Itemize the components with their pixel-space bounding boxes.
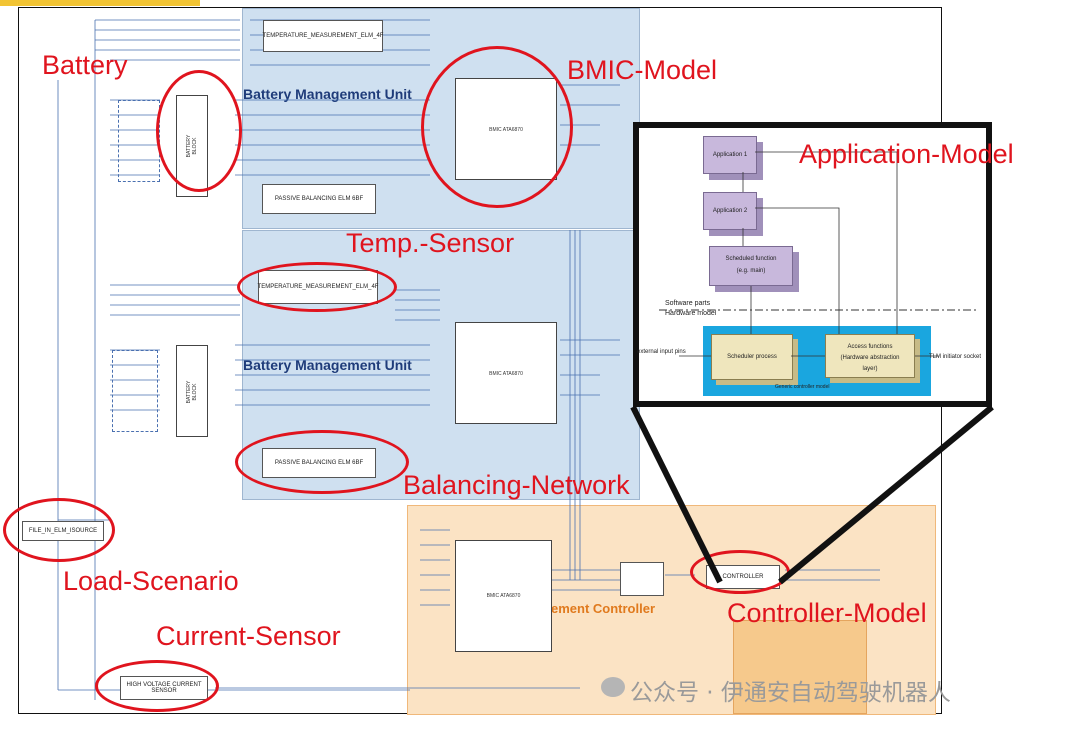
controller-block-title: ement Controller [551,601,656,616]
generic-controller-label: Generic controller model [775,384,830,390]
application-model-panel: Application 1 Application 2 Scheduled fu… [633,122,992,407]
yellow-corner-marker [0,0,200,6]
software-hardware-divider [659,309,979,311]
watermark-text: 公众号 · 伊通安自动驾驶机器人 [630,680,951,706]
scheduler-process-block: Scheduler process [711,334,793,380]
tlm-initiator-socket-label: TLM initiator socket [929,354,982,360]
battery-cells-lower [112,350,158,432]
bmic-chip-controller: BMIC ATA6870 [455,540,552,652]
temp-sensor-highlight-ellipse [237,262,397,312]
balancing-network-callout: Balancing-Network [403,470,630,500]
temp-sensor-box-upper: TEMPERATURE_MEASUREMENT_ELM_4F [263,20,383,52]
access-functions-block: Access functions (Hardware abstraction l… [825,334,915,378]
controller-interface-box [620,562,664,596]
battery-callout: Battery [42,50,128,80]
bmic-model-callout: BMIC-Model [567,55,718,85]
application-2-block: Application 2 [703,192,757,230]
temp-sensor-callout: Temp.-Sensor [346,228,515,258]
external-input-pins-label: external input pins [637,349,686,355]
bmic-chip-lower-label: BMIC ATA6870 [489,371,523,377]
wechat-watermark-icon [601,677,625,697]
software-parts-label: Software parts [665,300,711,307]
hardware-model-label: Hardware model [665,310,717,317]
scheduled-function-block: Scheduled function (e.g. main) [709,246,793,286]
bmu-upper-title: Battery Management Unit [243,86,412,102]
balancing-highlight-ellipse [235,430,409,494]
bmu-lower-title: Battery Management Unit [243,357,412,373]
application-panel-connections [679,151,939,357]
load-scenario-callout: Load-Scenario [63,566,239,596]
load-scenario-highlight-ellipse [3,498,115,562]
application-1-block: Application 1 [703,136,757,174]
battery-stack-lower: BATTERY BLOCK [176,345,208,437]
controller-model-callout: Controller-Model [727,598,927,628]
bmic-chip-controller-label: BMIC ATA6870 [486,593,521,599]
current-sensor-highlight-ellipse [95,660,219,712]
current-sensor-callout: Current-Sensor [156,621,341,651]
application-model-callout: Application-Model [799,139,1014,169]
bmic-highlight-ellipse [421,46,573,208]
controller-signal-panel [733,620,867,714]
balancing-box-upper: PASSIVE BALANCING ELM 6BF [262,184,376,214]
bmic-chip-lower: BMIC ATA6870 [455,322,557,424]
battery-highlight-ellipse [156,70,242,192]
